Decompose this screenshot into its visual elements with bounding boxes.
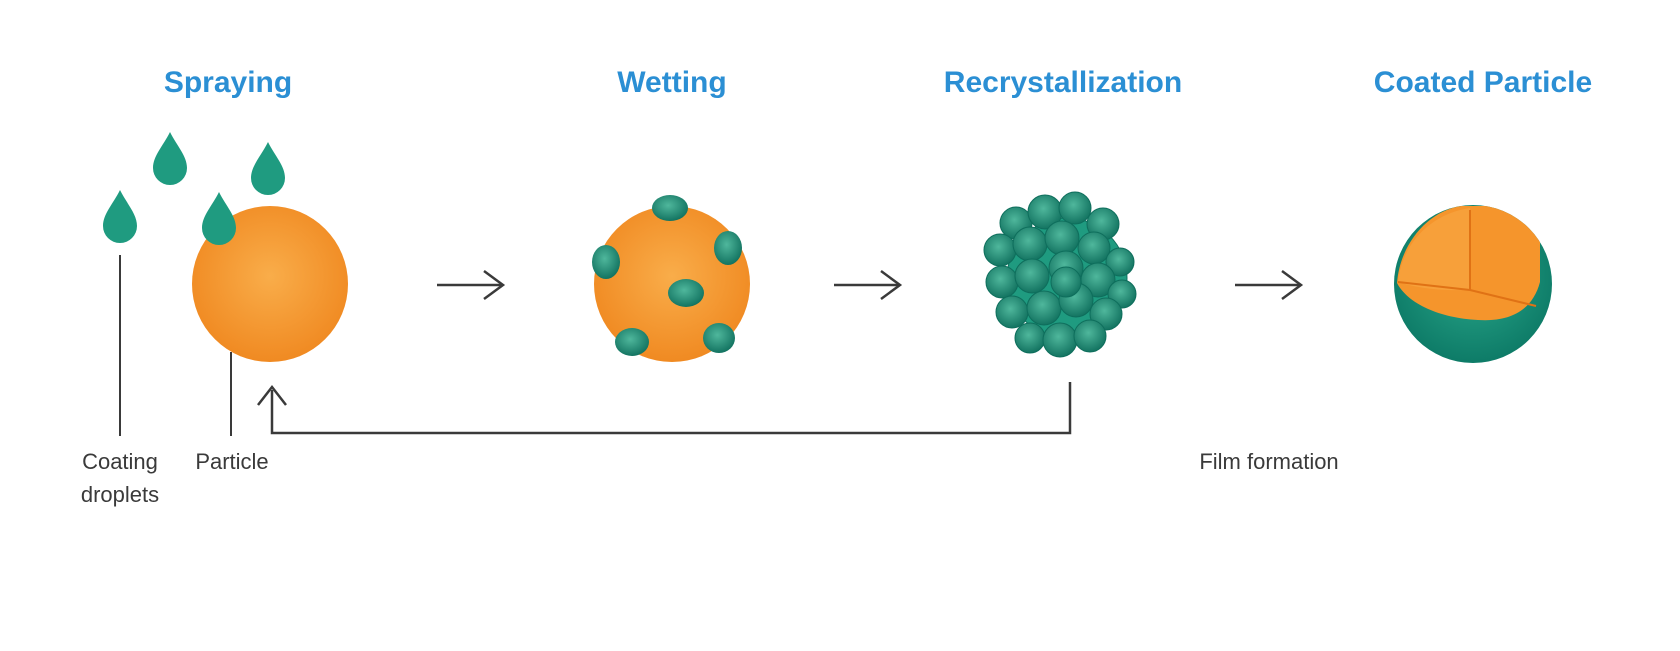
crystal-blob	[1073, 319, 1107, 353]
crystal-blob	[995, 295, 1029, 329]
crystal-blob	[983, 233, 1017, 267]
coating-blob	[714, 231, 742, 265]
cut-edge	[1397, 281, 1471, 291]
right-arrow-icon	[834, 269, 903, 301]
droplet-icon	[103, 190, 137, 243]
droplet-icon	[251, 142, 285, 195]
up-arrow-icon	[257, 384, 287, 406]
coating-droplets-label-line1: Coating	[82, 449, 158, 474]
spraying-stage: Coating droplets Particle	[81, 132, 348, 507]
stage-title-wetting: Wetting	[617, 66, 726, 99]
droplet-icon	[153, 132, 187, 185]
crystal-blob	[1026, 290, 1062, 326]
stage-title-recrystallization: Recrystallization	[944, 66, 1182, 99]
crystal-blob	[1014, 258, 1050, 294]
feedback-loop	[270, 382, 1072, 435]
crystal-blob	[1105, 247, 1135, 277]
wetted-particle	[594, 206, 750, 362]
crystal-blob	[1050, 266, 1082, 298]
crystal-blob	[1058, 191, 1092, 225]
crystal-blob	[1012, 226, 1048, 262]
coating-blob	[592, 245, 620, 279]
stage-title-coated-particle: Coated Particle	[1374, 66, 1592, 99]
coating-blob	[615, 328, 649, 356]
coating-blob	[652, 195, 688, 221]
coating-blob	[668, 279, 704, 307]
particle	[192, 206, 348, 362]
crystal-blob	[1077, 231, 1111, 265]
stage-title-spraying: Spraying	[164, 66, 292, 99]
film-formation-label: Film formation	[1199, 449, 1338, 474]
recrystallization-stage	[983, 191, 1137, 358]
right-arrow-icon	[437, 269, 506, 301]
coated-particle-stage	[1394, 205, 1552, 363]
core-section-face	[1398, 208, 1470, 291]
right-arrow-icon	[1235, 269, 1304, 301]
coating-droplets-label-line2: droplets	[81, 482, 159, 507]
droplet-icon	[202, 192, 236, 245]
particle-label: Particle	[195, 449, 268, 474]
cut-edge	[1469, 289, 1537, 307]
wetting-stage	[592, 195, 750, 362]
crystal-blob	[985, 265, 1019, 299]
coating-blob	[703, 323, 735, 353]
crystal-blob	[1042, 322, 1078, 358]
crystal-blob	[1044, 220, 1080, 256]
crystal-blob	[1014, 322, 1046, 354]
